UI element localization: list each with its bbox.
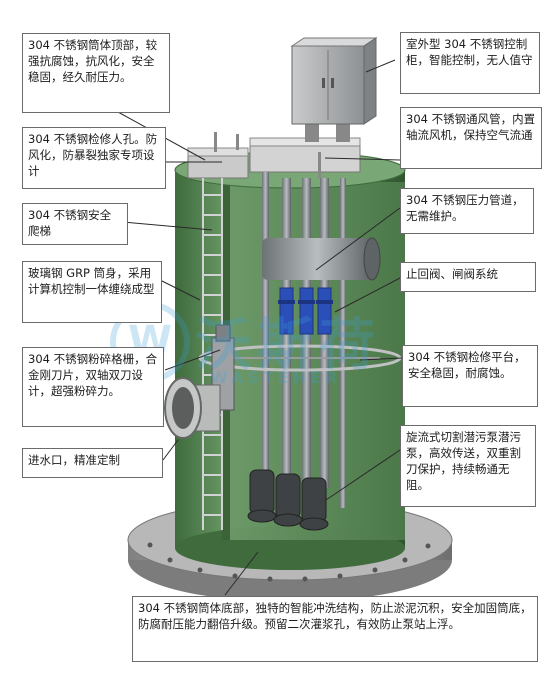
callout-valves: 止回阀、闸阀系统 bbox=[400, 262, 536, 292]
callout-bottom: 304 不锈钢筒体底部，独特的智能冲洗结构，防止淤泥沉积，安全加固筒底，防腐耐压… bbox=[132, 596, 538, 662]
callout-platform: 304 不锈钢检修平台，安全稳固，耐腐蚀。 bbox=[402, 345, 538, 407]
callout-grp-shell: 玻璃钢 GRP 筒身，采用计算机控制一体缠绕成型 bbox=[22, 261, 162, 323]
callout-control-cabinet: 室外型 304 不锈钢控制柜，智能控制，无人值守 bbox=[400, 32, 540, 94]
callout-grinder: 304 不锈钢粉碎格栅，合金刚刀片，双轴双刀设计，超强粉碎力。 bbox=[22, 347, 164, 427]
valves bbox=[278, 287, 333, 335]
watermark-subtext: WASTEHER bbox=[210, 368, 342, 387]
callout-manhole: 304 不锈钢检修人孔。防风化，防暴裂独家专项设计 bbox=[22, 127, 166, 189]
callout-pumps: 旋流式切割潜污泵潜污泵，高效传送，双重割刀保护，持续畅通无阻。 bbox=[400, 425, 536, 507]
watermark-text: 沃斯荷 bbox=[195, 313, 381, 378]
callout-vent-pipe: 304 不锈钢通风管，内置轴流风机，保持空气流通 bbox=[400, 107, 542, 169]
control-cabinet bbox=[290, 37, 378, 142]
callout-ladder: 304 不锈钢安全爬梯 bbox=[22, 203, 128, 245]
callout-pressure-pipe: 304 不锈钢压力管道，无需维护。 bbox=[400, 188, 534, 234]
water-inlet bbox=[164, 377, 221, 439]
top-cover bbox=[187, 132, 361, 179]
callout-inlet: 进水口，精准定制 bbox=[22, 448, 163, 478]
submersible-pumps bbox=[247, 469, 329, 531]
callout-top-cover: 304 不锈钢筒体顶部，较强抗腐蚀，抗风化，安全稳固，经久耐压力。 bbox=[22, 33, 170, 113]
